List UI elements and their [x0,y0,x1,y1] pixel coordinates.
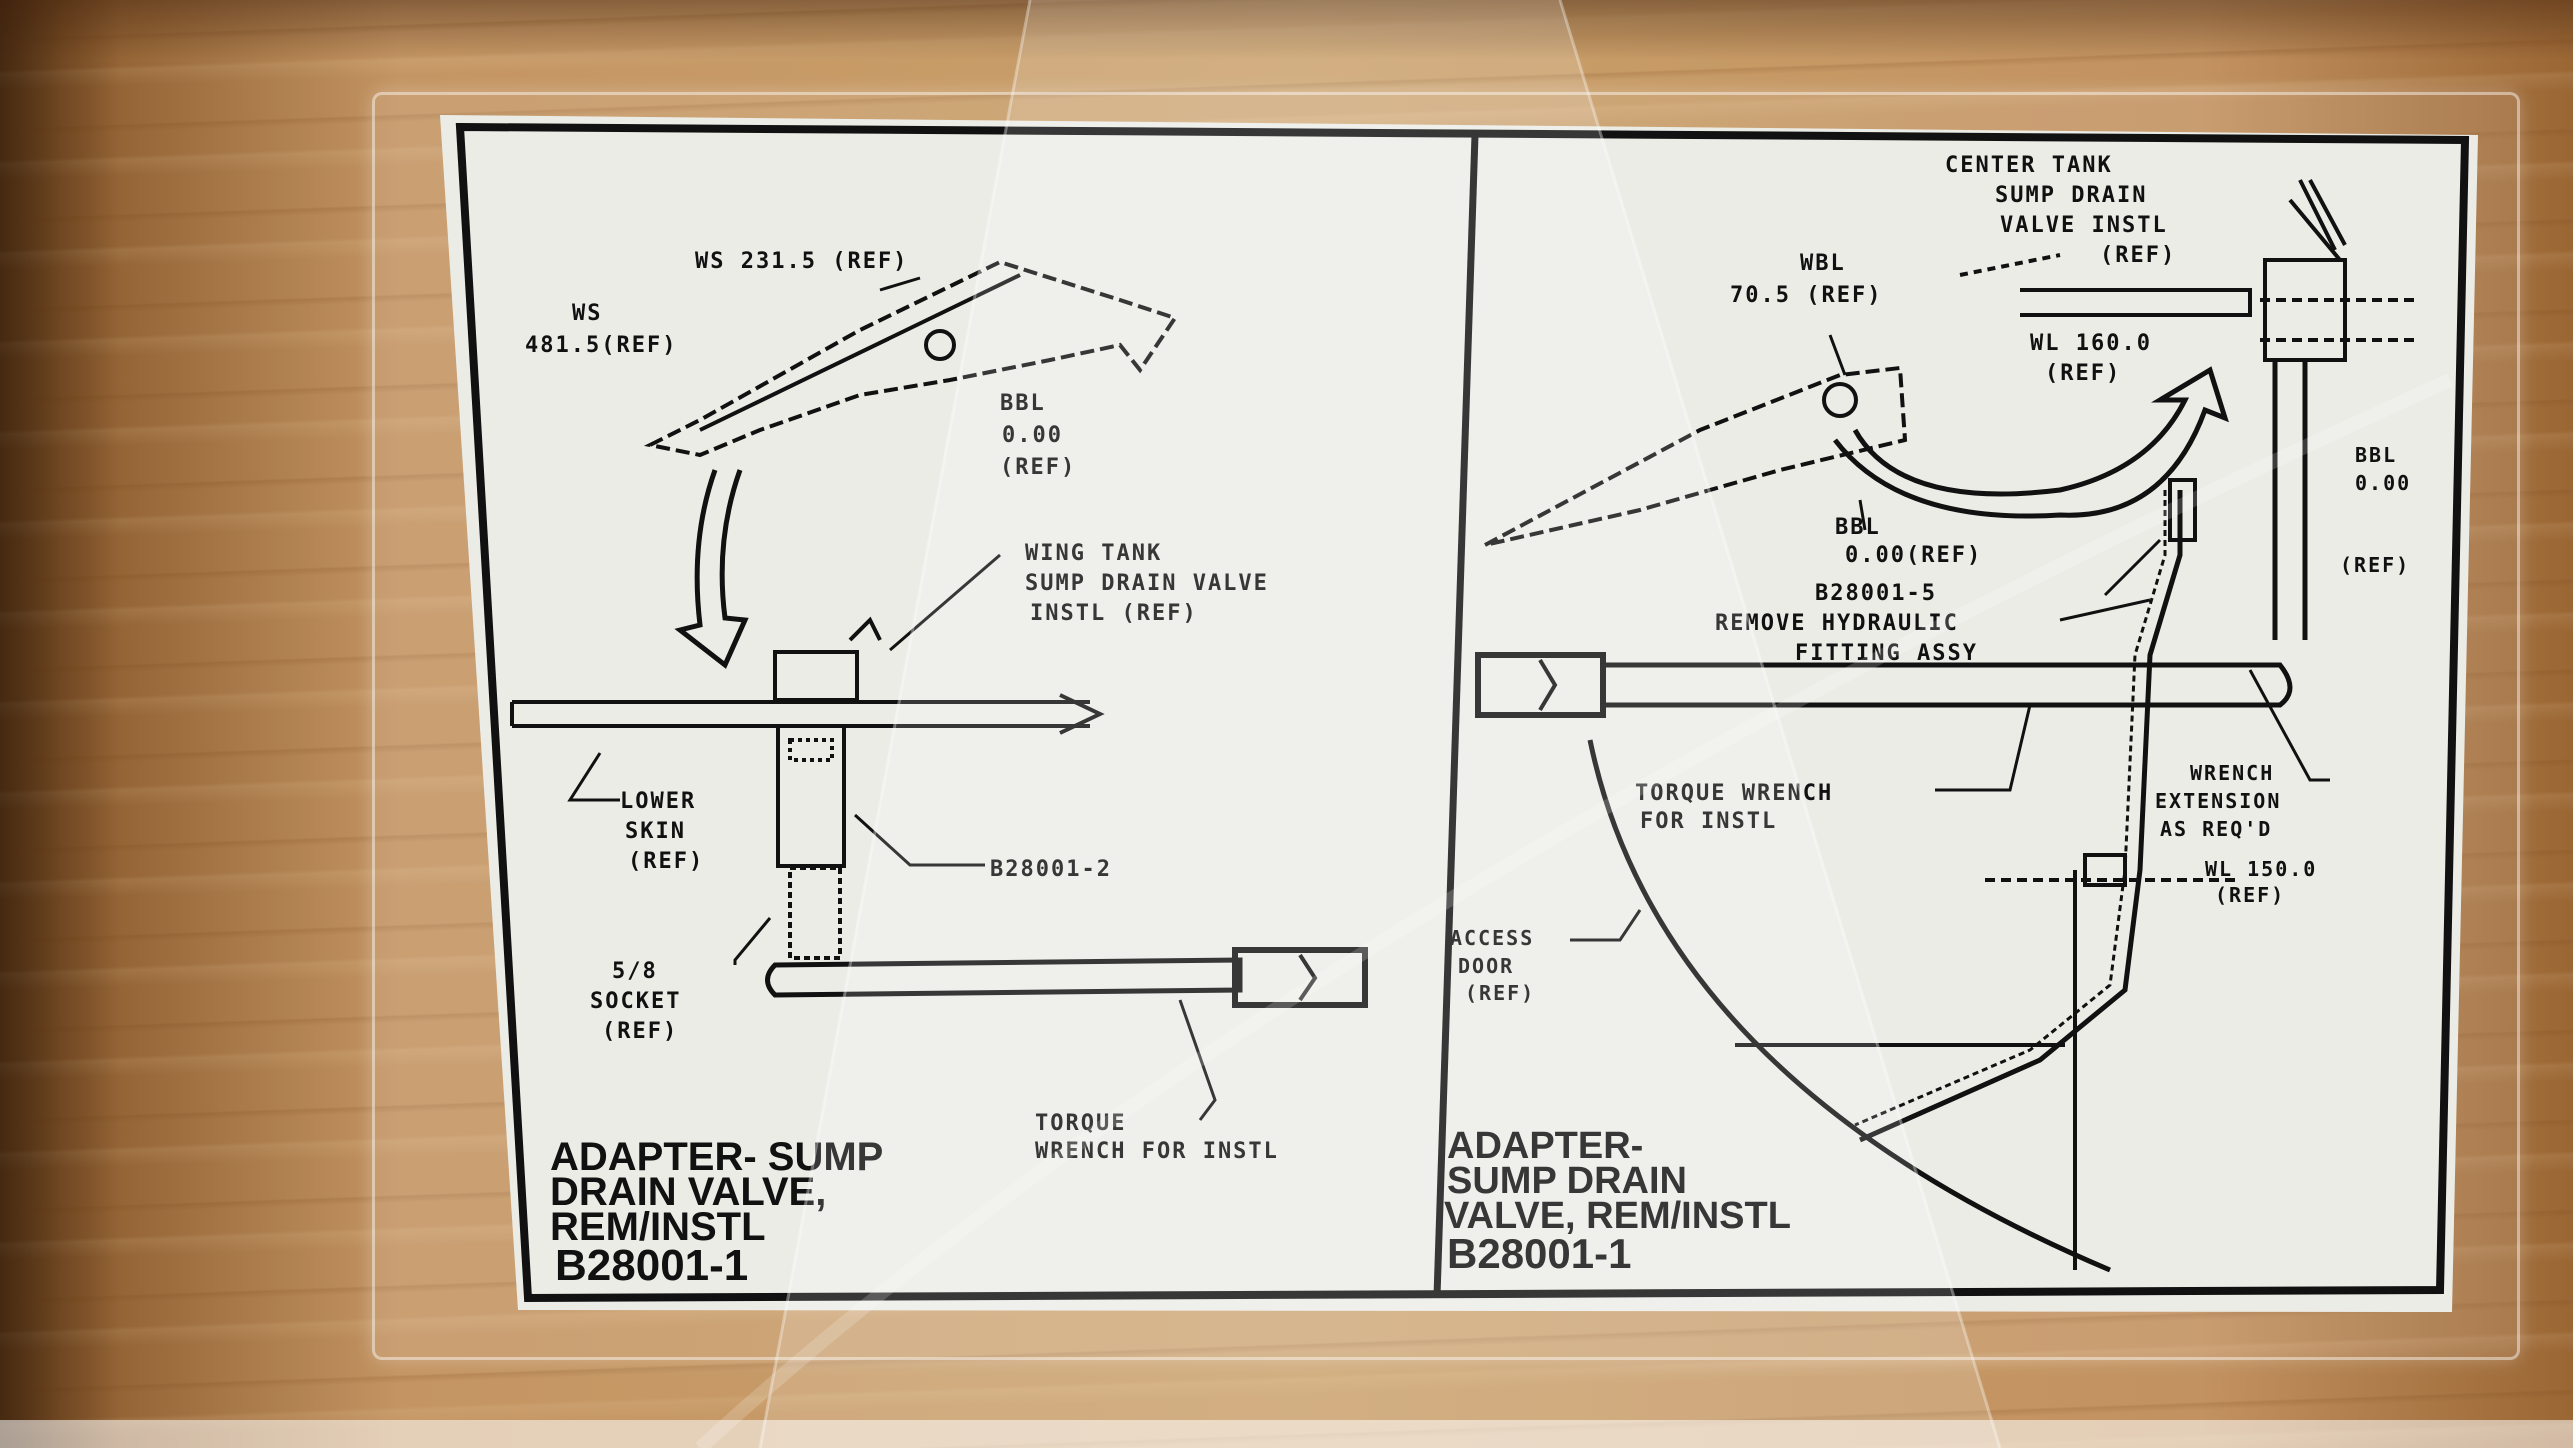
label-wl-160-b: (REF) [2045,361,2121,386]
label-center-tank-d: (REF) [2100,243,2176,268]
label-wrench-ext-b: EXTENSION [2155,789,2281,813]
label-torque-a: TORQUE [1035,1111,1126,1136]
label-wl-160-a: WL 160.0 [2030,331,2152,356]
label-ws-231: WS 231.5 (REF) [695,249,908,274]
label-bbl-right-a: BBL [1835,515,1881,540]
wood-shadow-top [0,0,2573,60]
left-title-line-4: B28001-1 [555,1241,748,1290]
label-bbl-b: 0.00 [1002,423,1063,448]
label-wbl-b: 70.5 (REF) [1730,283,1882,308]
label-bbl-a: BBL [1000,391,1046,416]
label-torque-wrench-right: TORQUE WRENCH [1635,781,1833,806]
label-bbl-right-b: 0.00(REF) [1845,543,1982,568]
label-wrench-ext-a: WRENCH [2190,761,2274,785]
label-ws-481-b: 481.5(REF) [525,333,677,358]
label-part-b28001-2: B28001-2 [990,857,1112,882]
label-access-b: DOOR [1458,954,1514,978]
label-lower-skin-c: (REF) [628,849,704,874]
label-center-tank-c: VALVE INSTL [2000,213,2168,238]
label-center-tank-b: SUMP DRAIN [1995,183,2147,208]
label-access-c: (REF) [1465,981,1535,1005]
label-wl-150-b: (REF) [2215,883,2285,907]
label-wbl-a: WBL [1800,251,1846,276]
label-lower-skin-a: LOWER [620,789,696,814]
label-torque-b: WRENCH FOR INSTL [1035,1139,1279,1164]
label-wl-150-a: WL 150.0 [2205,857,2317,881]
label-bbl-c: (REF) [1000,455,1076,480]
panel-divider [1433,134,1479,1297]
label-socket-c: (REF) [602,1019,678,1044]
label-access-a: ACCESS [1450,926,1534,950]
label-center-tank-a: CENTER TANK [1945,153,2113,178]
label-remove-hydraulic: REMOVE HYDRAULIC [1715,611,1959,636]
label-wing-tank-c: INSTL (REF) [1030,601,1198,626]
label-bbl-far-c: (REF) [2340,553,2410,577]
label-socket-a: 5/8 [612,959,658,984]
label-wing-tank-a: WING TANK [1025,541,1162,566]
wood-shadow-left [0,0,120,1448]
label-fitting-assy: FITTING ASSY [1795,641,1978,666]
label-wrench-ext-c: AS REQ'D [2160,817,2272,841]
label-wing-tank-b: SUMP DRAIN VALVE [1025,571,1269,596]
label-bbl-far-b: 0.00 [2355,471,2411,495]
left-title-line-3: REM/INSTL [550,1205,766,1249]
label-bbl-far-a: BBL [2355,443,2397,467]
label-for-instl-right: FOR INSTL [1640,809,1777,834]
label-socket-b: SOCKET [590,989,681,1014]
right-title-line-4: B28001-1 [1447,1230,1631,1277]
label-ws-481-a: WS [572,301,603,326]
label-part-b28001-5: B28001-5 [1815,581,1937,606]
label-lower-skin-b: SKIN [625,819,686,844]
